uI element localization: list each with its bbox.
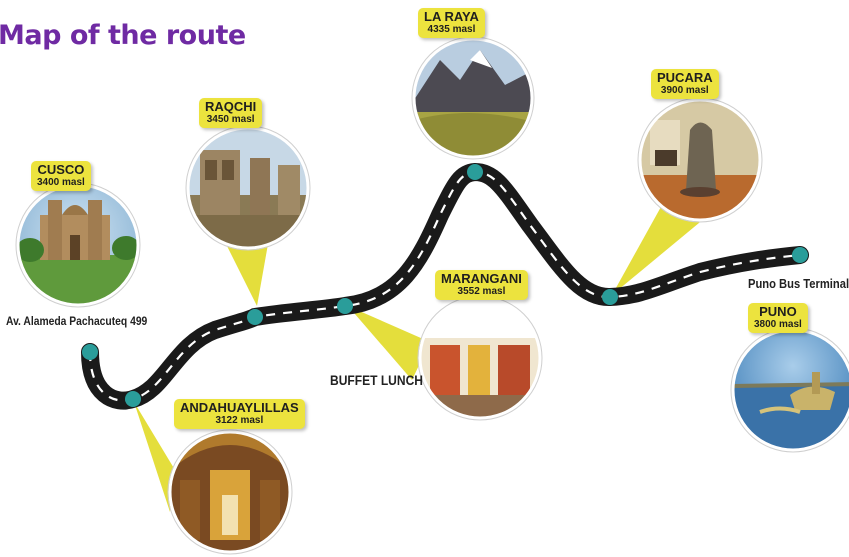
lunch-pointer	[348, 306, 430, 380]
page-title: Map of the route	[0, 20, 246, 51]
stop-altitude: 3122 masl	[215, 415, 264, 426]
stop-tag-marangani: MARANGANI 3552 masl	[435, 270, 528, 300]
node-la-raya	[467, 164, 483, 180]
puno-bus-terminal-label: Puno Bus Terminal	[748, 276, 849, 291]
stop-altitude: 3450 masl	[206, 114, 255, 125]
stop-name: RAQCHI	[205, 99, 257, 114]
andahuaylillas-photo	[167, 429, 293, 555]
la-raya-photo	[411, 36, 535, 160]
stop-name: PUCARA	[657, 70, 713, 85]
node-puno-terminal	[792, 247, 808, 263]
node-start	[82, 344, 98, 360]
stop-name: PUNO	[759, 304, 797, 319]
start-address-label: Av. Alameda Pachacuteq 499	[6, 314, 148, 328]
stop-name: ANDAHUAYLILLAS	[180, 400, 299, 415]
stop-altitude: 4335 masl	[427, 24, 476, 35]
stop-tag-la-raya: LA RAYA 4335 masl	[418, 8, 485, 38]
cusco-photo	[15, 182, 141, 308]
node-andahuaylillas	[125, 391, 141, 407]
pucara-pointer	[612, 205, 705, 295]
stop-name: CUSCO	[37, 162, 85, 177]
stop-tag-andahuaylillas: ANDAHUAYLILLAS 3122 masl	[174, 399, 305, 429]
stop-tag-raqchi: RAQCHI 3450 masl	[199, 98, 263, 128]
stop-altitude: 3800 masl	[754, 319, 802, 330]
marangani-photo	[417, 295, 543, 421]
stop-tag-cusco: CUSCO 3400 masl	[31, 161, 91, 191]
raqchi-pointer	[224, 240, 268, 306]
stop-tag-pucara: PUCARA 3900 masl	[651, 69, 719, 99]
stop-altitude: 3552 masl	[457, 286, 506, 297]
andahuaylillas-pointer	[134, 402, 175, 512]
stop-name: MARANGANI	[441, 271, 522, 286]
puno-photo	[730, 327, 849, 453]
node-lunch	[337, 298, 353, 314]
road-center-line	[88, 170, 801, 402]
stop-name: LA RAYA	[424, 9, 479, 24]
buffet-lunch-label: BUFFET LUNCH	[330, 372, 423, 388]
stop-altitude: 3400 masl	[37, 177, 85, 188]
node-raqchi	[247, 309, 263, 325]
pucara-photo	[637, 97, 763, 223]
node-pucara	[602, 289, 618, 305]
raqchi-photo	[185, 125, 311, 251]
stop-altitude: 3900 masl	[660, 85, 709, 96]
stop-tag-puno: PUNO 3800 masl	[748, 303, 808, 333]
